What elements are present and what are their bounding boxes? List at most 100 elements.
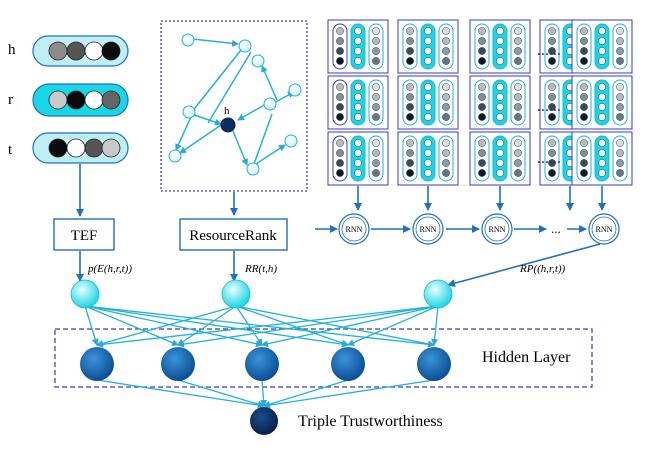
rnn-cell-label: RNN bbox=[489, 225, 506, 234]
hidden-output-edge-2 bbox=[177, 379, 265, 408]
path-cell-dot bbox=[336, 139, 344, 147]
path-cell-dot bbox=[336, 27, 344, 35]
path-cell-dot bbox=[372, 83, 380, 91]
path-cell-dot bbox=[514, 27, 522, 35]
path-cell-dot bbox=[372, 37, 380, 45]
path-cell-dot bbox=[598, 103, 606, 111]
hidden-output-edge-4 bbox=[263, 379, 349, 408]
graph-head-label: h bbox=[224, 105, 230, 117]
path-cell-dot bbox=[442, 149, 450, 157]
path-cell-dot bbox=[496, 159, 504, 167]
path-cell-dot bbox=[406, 103, 414, 111]
path-cell-column bbox=[544, 23, 560, 70]
rnn-cell-label: RNN bbox=[346, 225, 363, 234]
path-cell-dot bbox=[424, 57, 432, 65]
path-grid bbox=[327, 19, 633, 211]
path-cell-column bbox=[594, 135, 610, 182]
path-cell-column bbox=[420, 79, 436, 126]
path-cell-dot bbox=[496, 83, 504, 91]
path-cell-dot bbox=[514, 103, 522, 111]
path-cell-dot bbox=[514, 169, 522, 177]
path-cell-dot bbox=[616, 149, 624, 157]
resource-rank-label: ResourceRank bbox=[189, 228, 277, 244]
path-cell-dot bbox=[442, 83, 450, 91]
path-cell-dot bbox=[514, 113, 522, 121]
path-cell-dot bbox=[616, 27, 624, 35]
path-cell-r1-c3 bbox=[469, 19, 531, 74]
input-hidden-edge-2-3 bbox=[235, 305, 263, 346]
hidden-output-edge-1 bbox=[96, 379, 265, 409]
path-cell-dot bbox=[336, 57, 344, 65]
path-cell-column bbox=[420, 23, 436, 70]
rnn-cell-1: RNN bbox=[338, 213, 370, 245]
path-cell-dot bbox=[336, 103, 344, 111]
path-cell-dot bbox=[354, 169, 362, 177]
resource-rank-box-group: ResourceRank bbox=[179, 192, 288, 282]
path-cell-dot bbox=[372, 169, 380, 177]
tef-output-label: p(E(h,r,t)) bbox=[87, 263, 132, 275]
path-cell-dot bbox=[580, 83, 588, 91]
rnn-cell-label: RNN bbox=[596, 225, 613, 234]
rnn-cell-inner bbox=[341, 216, 367, 242]
path-cell-dot bbox=[580, 93, 588, 101]
path-cell-dot bbox=[548, 159, 556, 167]
path-cell-dot bbox=[616, 113, 624, 121]
path-cell-column bbox=[576, 23, 592, 70]
hidden-node-2 bbox=[161, 347, 195, 381]
input-hidden-edge-1-3 bbox=[84, 305, 263, 348]
input-feature-nodes bbox=[70, 279, 453, 309]
path-cell-dot bbox=[424, 169, 432, 177]
rnn-to-rp-arrow bbox=[447, 243, 601, 288]
input-hidden-edge-3-3 bbox=[261, 305, 439, 348]
path-cell-dot bbox=[548, 37, 556, 45]
path-cell-dot bbox=[478, 83, 486, 91]
path-cell-dot bbox=[496, 93, 504, 101]
input-hidden-edge-3-2 bbox=[177, 305, 439, 348]
path-cell-column bbox=[368, 23, 384, 70]
embedding-group: h r t bbox=[8, 35, 129, 164]
path-cell-dot bbox=[478, 93, 486, 101]
path-cell-dot bbox=[580, 103, 588, 111]
input-hidden-edge-1-4 bbox=[84, 305, 349, 348]
path-cell-column bbox=[350, 135, 366, 182]
hidden-layer-border bbox=[54, 328, 593, 388]
path-cell-dot bbox=[372, 103, 380, 111]
path-cell-dot bbox=[548, 27, 556, 35]
path-cell-dot bbox=[354, 47, 362, 55]
path-cell-dot bbox=[496, 27, 504, 35]
graph-nodes bbox=[168, 33, 302, 176]
path-cell-column bbox=[612, 23, 628, 70]
path-cell-dot bbox=[478, 113, 486, 121]
resource-rank-box bbox=[179, 218, 288, 251]
path-cell-column bbox=[544, 135, 560, 182]
path-cell-column bbox=[576, 135, 592, 182]
path-cell-dot bbox=[354, 103, 362, 111]
path-cell-dot bbox=[478, 27, 486, 35]
path-cell-column bbox=[350, 79, 366, 126]
path-cell-dot bbox=[424, 159, 432, 167]
path-cell-dot bbox=[548, 139, 556, 147]
path-cell-dot bbox=[478, 159, 486, 167]
rnn-cell-4: RNN bbox=[588, 213, 620, 245]
path-cell-dot bbox=[478, 169, 486, 177]
path-cell-dot bbox=[478, 103, 486, 111]
path-cell-dot bbox=[478, 47, 486, 55]
path-cell-dot bbox=[424, 27, 432, 35]
rp-output-label: RP((h,r,t)) bbox=[519, 263, 566, 275]
path-cell-r2-c3 bbox=[469, 75, 531, 130]
path-cell-dot bbox=[442, 37, 450, 45]
path-cell-dot bbox=[406, 113, 414, 121]
path-cell-column bbox=[332, 79, 348, 126]
path-cell-dot bbox=[354, 149, 362, 157]
path-cell-dot bbox=[598, 57, 606, 65]
path-cell-column bbox=[510, 135, 526, 182]
path-cell-dot bbox=[442, 169, 450, 177]
path-cell-dot bbox=[548, 93, 556, 101]
path-cell-dot bbox=[406, 57, 414, 65]
path-cell-dot bbox=[478, 37, 486, 45]
path-cell-dot bbox=[354, 27, 362, 35]
path-cell-dot bbox=[580, 57, 588, 65]
path-cell-dot bbox=[496, 103, 504, 111]
